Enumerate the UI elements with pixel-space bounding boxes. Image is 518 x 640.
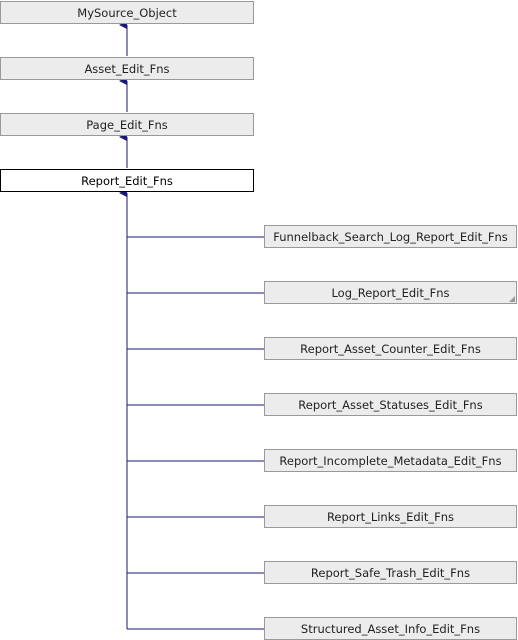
node-log-report-edit-fns[interactable]: Log_Report_Edit_Fns	[264, 281, 517, 304]
node-page-edit-fns[interactable]: Page_Edit_Fns	[0, 113, 254, 136]
more-subclasses-fold-icon	[509, 296, 515, 302]
node-report-edit-fns-current: Report_Edit_Fns	[0, 169, 254, 192]
node-asset-edit-fns[interactable]: Asset_Edit_Fns	[0, 57, 254, 80]
node-log-report-edit-fns-label: Log_Report_Edit_Fns	[331, 285, 450, 300]
node-funnelback-search-log-report-edit-fns[interactable]: Funnelback_Search_Log_Report_Edit_Fns	[264, 225, 517, 248]
node-mysource-object[interactable]: MySource_Object	[0, 1, 254, 24]
node-structured-asset-info-edit-fns[interactable]: Structured_Asset_Info_Edit_Fns	[264, 617, 517, 640]
node-report-asset-statuses-edit-fns[interactable]: Report_Asset_Statuses_Edit_Fns	[264, 393, 517, 416]
node-report-links-edit-fns[interactable]: Report_Links_Edit_Fns	[264, 505, 517, 528]
node-report-safe-trash-edit-fns[interactable]: Report_Safe_Trash_Edit_Fns	[264, 561, 517, 584]
node-report-incomplete-metadata-edit-fns[interactable]: Report_Incomplete_Metadata_Edit_Fns	[264, 449, 517, 472]
node-report-asset-counter-edit-fns[interactable]: Report_Asset_Counter_Edit_Fns	[264, 337, 517, 360]
